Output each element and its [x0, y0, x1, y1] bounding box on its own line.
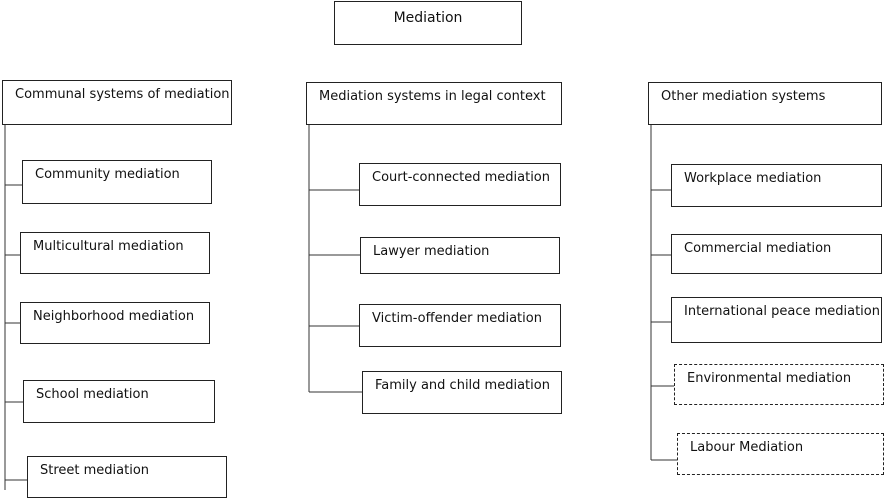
- node-label: School mediation: [36, 387, 149, 402]
- node-multicultural-mediation: Multicultural mediation: [20, 232, 210, 274]
- node-label: Workplace mediation: [684, 171, 822, 186]
- node-label: Victim-offender mediation: [372, 311, 542, 326]
- category-label: Other mediation systems: [661, 89, 826, 104]
- node-commercial-mediation: Commercial mediation: [671, 234, 882, 274]
- category-other-systems: Other mediation systems: [648, 82, 882, 125]
- node-community-mediation: Community mediation: [22, 160, 212, 204]
- category-legal-context: Mediation systems in legal context: [306, 82, 562, 125]
- node-label: Labour Mediation: [690, 440, 804, 455]
- root-node: Mediation: [334, 1, 522, 45]
- node-international-peace-mediation: International peace mediation: [671, 297, 882, 343]
- node-family-child-mediation: Family and child mediation: [362, 371, 562, 414]
- node-label: Neighborhood mediation: [33, 309, 195, 324]
- node-street-mediation: Street mediation: [27, 456, 227, 498]
- node-label: Family and child mediation: [375, 378, 550, 393]
- node-label: Street mediation: [40, 463, 150, 478]
- node-labour-mediation: Labour Mediation: [677, 433, 884, 475]
- root-label: Mediation: [393, 10, 463, 26]
- node-label: Environmental mediation: [687, 371, 852, 386]
- node-workplace-mediation: Workplace mediation: [671, 164, 882, 207]
- node-label: Multicultural mediation: [33, 239, 184, 254]
- node-label: Lawyer mediation: [373, 244, 490, 259]
- category-label: Communal systems of mediation: [15, 87, 230, 102]
- node-environmental-mediation: Environmental mediation: [674, 364, 884, 405]
- category-communal: Communal systems of mediation: [2, 80, 232, 125]
- node-label: Community mediation: [35, 167, 180, 182]
- node-court-connected-mediation: Court-connected mediation: [359, 163, 561, 206]
- node-label: Court-connected mediation: [372, 170, 551, 185]
- node-victim-offender-mediation: Victim-offender mediation: [359, 304, 561, 347]
- node-label: Commercial mediation: [684, 241, 832, 256]
- node-neighborhood-mediation: Neighborhood mediation: [20, 302, 210, 344]
- node-label: International peace mediation: [684, 304, 880, 319]
- category-label: Mediation systems in legal context: [319, 89, 546, 104]
- node-lawyer-mediation: Lawyer mediation: [360, 237, 560, 274]
- node-school-mediation: School mediation: [23, 380, 215, 423]
